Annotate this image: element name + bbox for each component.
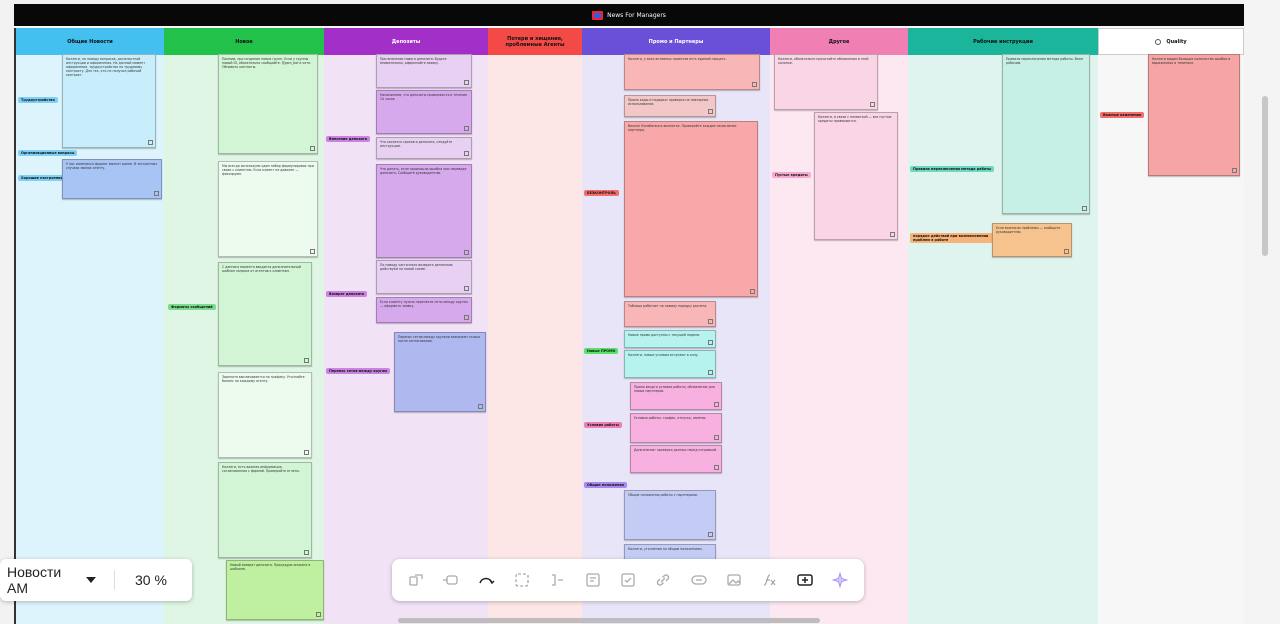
tag-important-changes[interactable]: Важные изменения bbox=[1100, 112, 1145, 118]
sticky-note[interactable]: Правила переключения метода работы. Всем… bbox=[1002, 54, 1090, 214]
column-header-deposits[interactable]: Депозиты bbox=[324, 28, 488, 55]
sticky-note-icon[interactable] bbox=[580, 567, 606, 593]
connector-tool-icon[interactable] bbox=[403, 567, 429, 593]
board-left-edge bbox=[14, 28, 16, 624]
column-header-quality[interactable]: Quality bbox=[1098, 28, 1244, 55]
divider bbox=[114, 570, 115, 590]
sticky-note[interactable]: Коллеги, по поводу вопросов, должностной… bbox=[62, 54, 156, 148]
tag-deposit-in[interactable]: Внесение депозита bbox=[326, 136, 371, 142]
tag-general-terms[interactable]: Общие положения bbox=[584, 482, 627, 488]
sticky-note[interactable]: Промо вещи и условия работы, обновление … bbox=[630, 382, 722, 410]
sticky-note[interactable]: Условия работы: график, отпуска, замены. bbox=[630, 413, 722, 443]
sticky-note[interactable]: Коллеги, обязательно прочитайте обновлен… bbox=[774, 54, 878, 110]
column-body-losses bbox=[488, 55, 582, 624]
vertical-scrollbar[interactable] bbox=[1262, 96, 1268, 256]
sticky-note[interactable]: Коллеги, у всех активных проектов есть е… bbox=[624, 54, 760, 90]
sticky-note[interactable]: Помним, про создание новых групп. Если у… bbox=[218, 54, 318, 154]
sticky-note[interactable]: Коллеги, в связи с нехваткой — все пусты… bbox=[814, 112, 898, 240]
sticky-note[interactable]: Таблица работает по новому порядку расче… bbox=[624, 301, 716, 327]
tag-deposit-return[interactable]: Возврат депозита bbox=[326, 291, 368, 297]
board-banner: News For Managers bbox=[14, 4, 1244, 26]
column-header-quality-label: Quality bbox=[1166, 38, 1187, 45]
frame-selector[interactable]: Новости АМ bbox=[0, 564, 96, 596]
tag-good-mood[interactable]: Хорошие настроения bbox=[18, 175, 66, 181]
quality-gear-icon bbox=[1155, 38, 1162, 45]
sticky-note[interactable]: Зарплата выплачивается по графику. Уточн… bbox=[218, 372, 312, 458]
sticky-note[interactable]: Промо коды и подарки: проверка на повтор… bbox=[624, 95, 716, 117]
brand-logo-icon bbox=[592, 10, 604, 20]
frame-selector-label: Новости АМ bbox=[7, 564, 62, 596]
tag-problem-procedure[interactable]: порядок действий при возникновении пробл… bbox=[910, 233, 998, 243]
tag-set-transfer[interactable]: Перенос сетов между кругом bbox=[326, 368, 391, 374]
sticky-note[interactable]: Новый возврат депозита. Процедура описан… bbox=[226, 560, 324, 620]
right-gutter bbox=[1244, 0, 1280, 624]
tag-no-control[interactable]: БЕЗКОНТРОЛЬ bbox=[584, 190, 619, 196]
sticky-note[interactable]: По поводу частичного возврата депозитов:… bbox=[376, 260, 472, 294]
sticky-note[interactable]: Напоминаем, что депозиты проверяются в т… bbox=[376, 90, 472, 134]
sticky-note[interactable]: Новые промо доступны с текущей недели. bbox=[624, 330, 716, 348]
column-header-general[interactable]: Общие Новости bbox=[16, 28, 164, 55]
bottom-toolbar bbox=[392, 559, 864, 601]
sticky-note[interactable]: Дополнение: проверка данных перед отправ… bbox=[630, 445, 722, 473]
sticky-note[interactable]: Перенос сетов между кругами возможен тол… bbox=[394, 332, 486, 412]
sticky-note[interactable]: Коллеги видим большое количество ошибок … bbox=[1148, 54, 1240, 176]
sticky-note[interactable]: У нас изменился формат выплат ранее. В э… bbox=[62, 159, 162, 199]
tag-employment[interactable]: Трудоустройство bbox=[18, 97, 58, 103]
ai-sparkle-icon[interactable] bbox=[827, 567, 853, 593]
zoom-level[interactable]: 30 % bbox=[135, 572, 167, 588]
sticky-note[interactable]: Что делать, если произошла ошибка при пе… bbox=[376, 164, 472, 258]
whiteboard-frame[interactable]: News For Managers Общие Новости Новое Де… bbox=[14, 4, 1244, 624]
column-header-new[interactable]: Новое bbox=[164, 28, 324, 55]
image-icon[interactable] bbox=[721, 567, 747, 593]
tag-new-promo[interactable]: Новые ПРОМО bbox=[584, 348, 619, 354]
formula-icon[interactable] bbox=[756, 567, 782, 593]
sticky-note[interactable]: Общие положения работы с партнерами. bbox=[624, 490, 716, 540]
sticky-note[interactable]: Мы всегда используем один набор формулир… bbox=[218, 161, 318, 257]
chevron-down-icon[interactable] bbox=[86, 577, 96, 583]
column-body-general bbox=[16, 55, 164, 624]
sticky-note[interactable]: Если клиенту нужно перенести сеты между … bbox=[376, 297, 472, 323]
link-icon[interactable] bbox=[650, 567, 676, 593]
frame-zoom-control: Новости АМ 30 % bbox=[0, 559, 192, 601]
tag-organizational[interactable]: Организационные вопросы bbox=[18, 150, 78, 156]
bracket-icon[interactable] bbox=[544, 567, 570, 593]
sticky-note[interactable]: С данного момента вводится дополнительны… bbox=[218, 262, 312, 366]
sticky-note[interactable]: При внесении нового депозита: будьте вни… bbox=[376, 54, 472, 88]
embed-icon[interactable] bbox=[686, 567, 712, 593]
sticky-note[interactable]: Важно! Колебания в выплатах. Проверяйте … bbox=[624, 121, 758, 297]
horizontal-scrollbar[interactable] bbox=[398, 618, 820, 623]
frame-select-icon[interactable] bbox=[509, 567, 535, 593]
board-title: News For Managers bbox=[607, 11, 666, 19]
checkbox-icon[interactable] bbox=[615, 567, 641, 593]
curve-arrow-icon[interactable] bbox=[473, 567, 499, 593]
column-header-losses[interactable]: Потери и хищения, проблемные Агенты bbox=[488, 28, 582, 55]
sticky-note[interactable]: Если возникли проблемы — сообщите руково… bbox=[992, 223, 1072, 257]
sticky-note[interactable]: Коллеги, новые условия вступают в силу. bbox=[624, 350, 716, 378]
sticky-note[interactable]: Коллеги, есть важная информация, согласо… bbox=[218, 462, 312, 558]
tag-message-formats[interactable]: Форматы сообщений bbox=[168, 304, 216, 310]
tag-switch-rules[interactable]: Правила переключения метода работы bbox=[910, 166, 995, 172]
sticky-note[interactable]: Что касается сроков и депозита, следуйте… bbox=[376, 137, 472, 159]
column-header-work[interactable]: Рабочие инструкции bbox=[908, 28, 1098, 55]
column-header-other[interactable]: Другое bbox=[770, 28, 908, 55]
tag-empty-credits[interactable]: Пустые кредиты bbox=[772, 172, 811, 178]
column-header-promo[interactable]: Промо и Партнеры bbox=[582, 28, 770, 55]
shape-tool-icon[interactable] bbox=[438, 567, 464, 593]
tag-work-conditions[interactable]: Условия работы bbox=[584, 422, 622, 428]
add-element-icon[interactable] bbox=[792, 567, 818, 593]
